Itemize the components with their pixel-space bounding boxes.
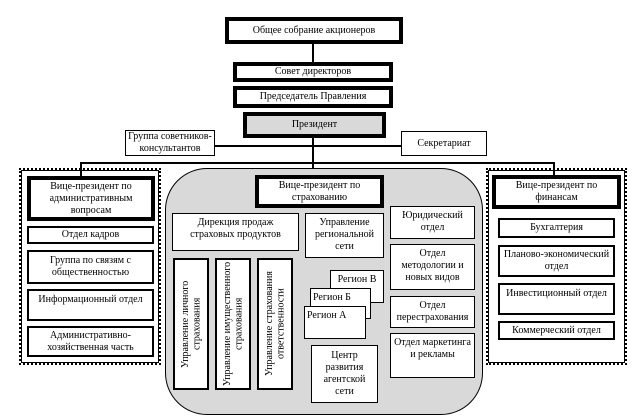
department-box: Отдел перестрахования (390, 296, 475, 328)
connector (215, 145, 401, 147)
chairman-box: Председатель Правления (233, 86, 393, 108)
admin-item: Информационный отдел (27, 289, 154, 321)
region-box: Регион А (304, 306, 366, 339)
vp-finance-box: Вице-президент по финансам (492, 175, 621, 209)
agent-center-box: Центр развития агентской сети (311, 345, 378, 403)
advisors-box: Группа советников-консультантов (125, 130, 215, 156)
sales-directorate-box: Дирекция продаж страховых продуктов (172, 213, 299, 251)
connector (312, 137, 314, 168)
admin-item: Отдел кадров (27, 226, 154, 244)
sales-unit: Управление страхования ответственности (257, 258, 293, 390)
sales-unit: Управление имущественного страхования (215, 258, 251, 390)
finance-item: Коммерческий отдел (498, 321, 615, 340)
finance-item: Бухгалтерия (498, 218, 615, 238)
admin-item: Группа по связям с общественностью (27, 250, 154, 284)
board-box: Совет директоров (233, 62, 393, 82)
admin-group (19, 168, 161, 365)
connector (312, 43, 314, 63)
finance-item: Инвестиционный отдел (498, 283, 615, 315)
vp-insurance-box: Вице-президент по страхованию (255, 175, 384, 208)
admin-item: Административно-хозяйственная часть (27, 326, 154, 357)
shareholders-box: Общее собрание акционеров (225, 17, 403, 44)
finance-item: Планово-экономический отдел (498, 245, 615, 277)
finance-group (486, 168, 627, 365)
regional-network-box: Управление региональной сети (305, 213, 384, 258)
department-box: Отдел методологии и новых видов (390, 244, 475, 290)
department-box: Отдел маркетинга и рекламы (390, 333, 475, 378)
connector (80, 162, 554, 164)
president-box: Президент (243, 112, 386, 138)
secretariat-box: Секретариат (401, 131, 487, 156)
vp-admin-box: Вице-президент по административным вопро… (27, 176, 155, 221)
department-box: Юридический отдел (390, 206, 475, 239)
sales-unit: Управление личного страхования (173, 258, 209, 390)
